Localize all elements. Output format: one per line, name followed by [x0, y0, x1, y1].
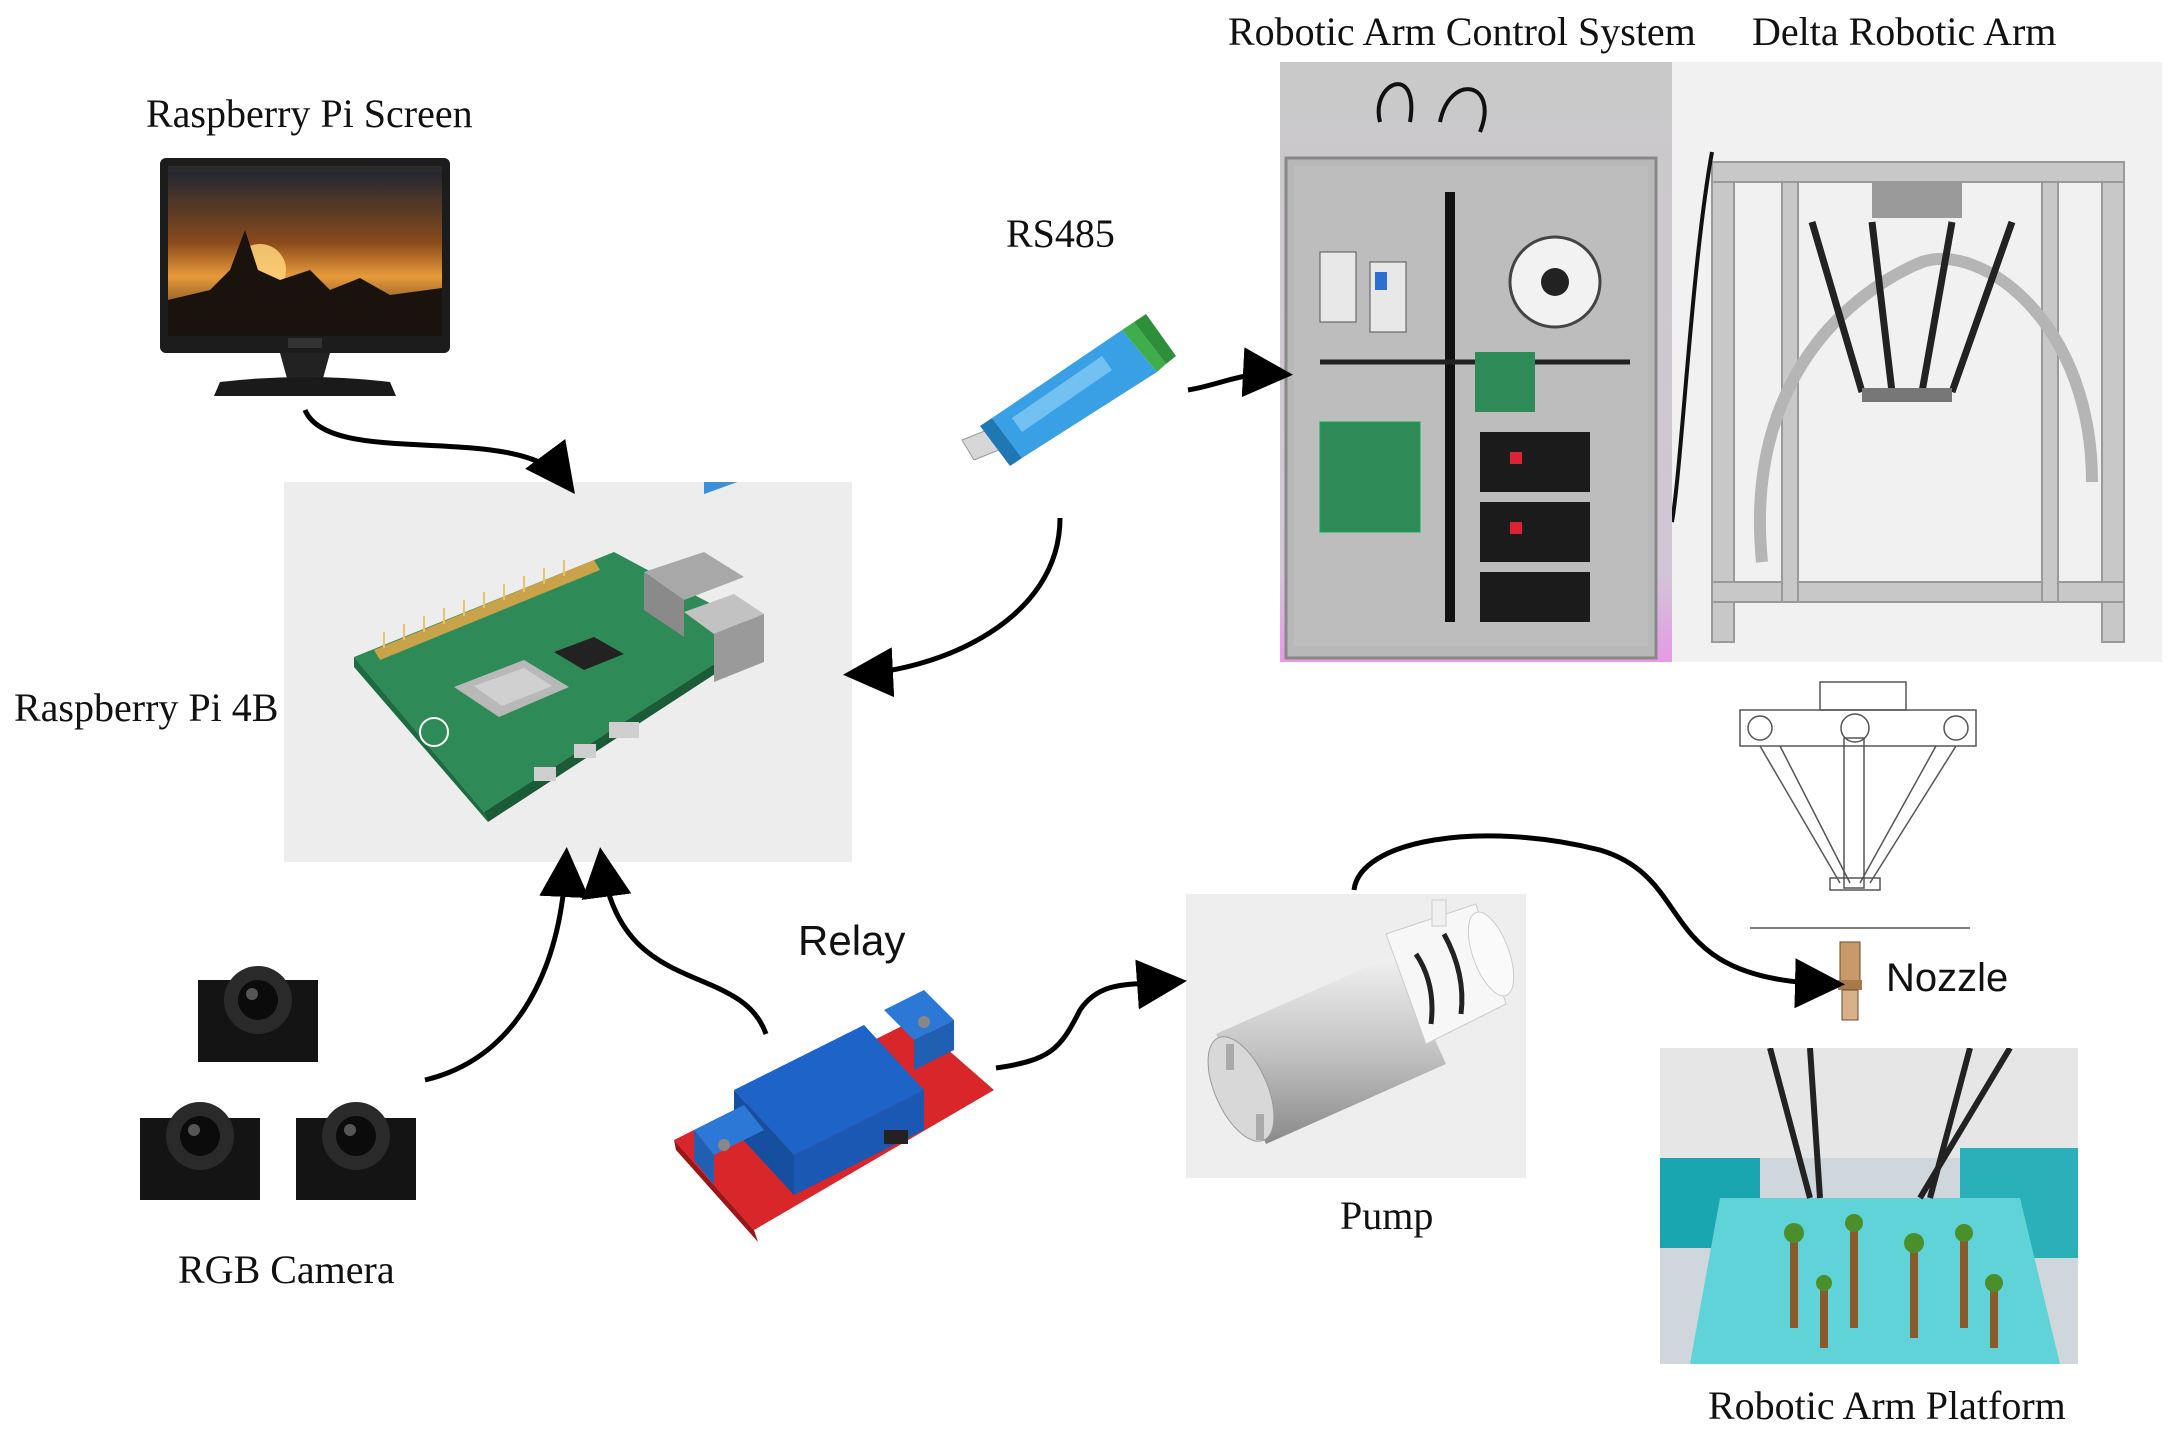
platform-photo-icon: [1660, 1048, 2078, 1364]
relay-module-icon: [674, 980, 994, 1250]
nozzle-label: Nozzle: [1886, 956, 2009, 1000]
raspberry-pi-board-icon: [284, 482, 852, 862]
arrow-screen-to-pi: [302, 408, 575, 495]
pi4b-label: Raspberry Pi 4B: [14, 685, 279, 730]
pi-screen-label: Raspberry Pi Screen: [146, 91, 473, 136]
arrow-rs485-to-pi: [843, 517, 1063, 698]
usb-rs485-adapter-icon: [952, 300, 1182, 470]
relay-label: Relay: [798, 917, 906, 964]
camera-module-icon: [192, 956, 324, 1066]
pump-label: Pump: [1340, 1193, 1434, 1238]
arrow-relay-to-pump: [995, 959, 1187, 1071]
arrow-camera-to-pi: [424, 847, 590, 1083]
control-cabinet-icon: [1280, 62, 1672, 662]
delta-arm-label: Delta Robotic Arm: [1752, 9, 2057, 54]
delta-robot-frame-icon: [1672, 62, 2162, 662]
rs485-label: RS485: [1006, 211, 1115, 256]
control-system-label: Robotic Arm Control System: [1228, 9, 1696, 54]
arrow-rs485-to-cabinet: [1187, 347, 1293, 398]
pump-motor-icon: [1186, 894, 1526, 1178]
nozzle-icon: [1836, 940, 1864, 1024]
rgb-camera-label: RGB Camera: [178, 1247, 395, 1292]
monitor-icon: [150, 150, 460, 410]
camera-module-icon: [136, 1092, 264, 1204]
platform-label: Robotic Arm Platform: [1708, 1383, 2066, 1428]
delta-robot-drawing-icon: [1720, 678, 1990, 938]
camera-module-icon: [292, 1092, 420, 1204]
